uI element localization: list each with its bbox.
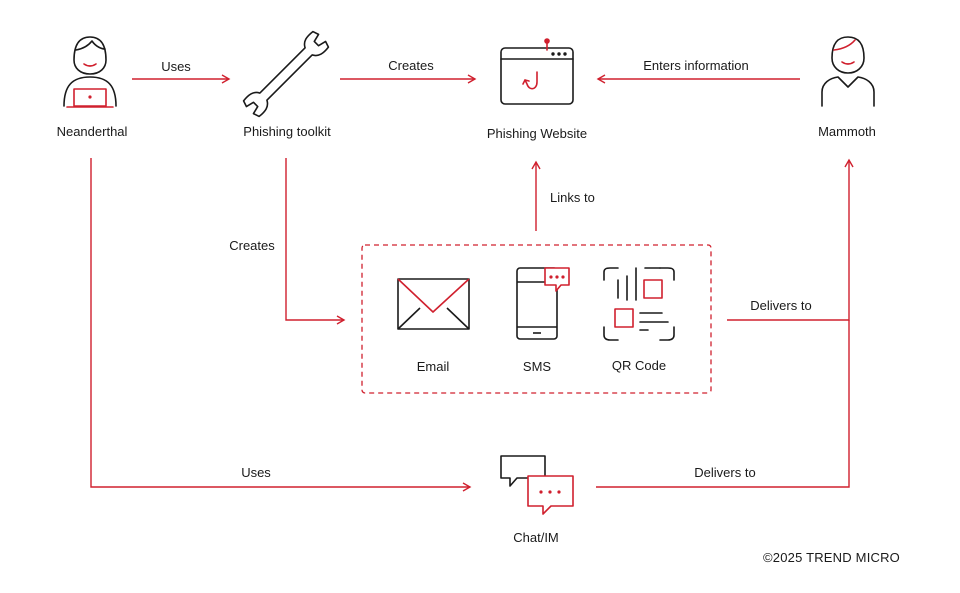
edge-label-delivers-to-group: Delivers to	[750, 298, 812, 313]
edge-group-to-mammoth	[727, 158, 854, 321]
node-label-email: Email	[416, 359, 450, 374]
edge-toolkit-to-group	[285, 158, 346, 325]
copyright-footer: ©2025 TREND MICRO	[763, 550, 900, 565]
phone-sms-icon	[516, 267, 570, 340]
edge-label-creates-left: Creates	[229, 238, 275, 253]
node-label-qr-code: QR Code	[611, 358, 667, 373]
qr-code-icon	[603, 267, 675, 341]
wrench-icon	[242, 30, 330, 118]
edge-label-creates-top: Creates	[388, 58, 434, 73]
node-label-chat-im: Chat/IM	[513, 530, 559, 545]
delivery-channels-group	[361, 244, 712, 394]
node-label-mammoth: Mammoth	[818, 124, 876, 139]
envelope-icon	[397, 278, 470, 330]
node-label-sms: SMS	[522, 359, 552, 374]
edge-label-links-to: Links to	[550, 190, 595, 205]
edge-label-uses-top: Uses	[161, 59, 191, 74]
edge-chat-to-mammoth	[596, 320, 850, 488]
chat-bubbles-icon	[500, 455, 574, 515]
mammoth-icon	[821, 36, 875, 107]
edge-label-uses-bottom: Uses	[241, 465, 271, 480]
neanderthal-icon	[63, 36, 117, 108]
edge-label-delivers-to-chat: Delivers to	[694, 465, 756, 480]
edge-neanderthal-to-chat	[90, 158, 472, 492]
node-label-neanderthal: Neanderthal	[56, 124, 128, 139]
edge-label-enters-information: Enters information	[643, 58, 749, 73]
browser-icon	[500, 38, 574, 105]
node-label-phishing-website: Phishing Website	[486, 126, 588, 141]
node-label-phishing-toolkit: Phishing toolkit	[243, 124, 331, 139]
